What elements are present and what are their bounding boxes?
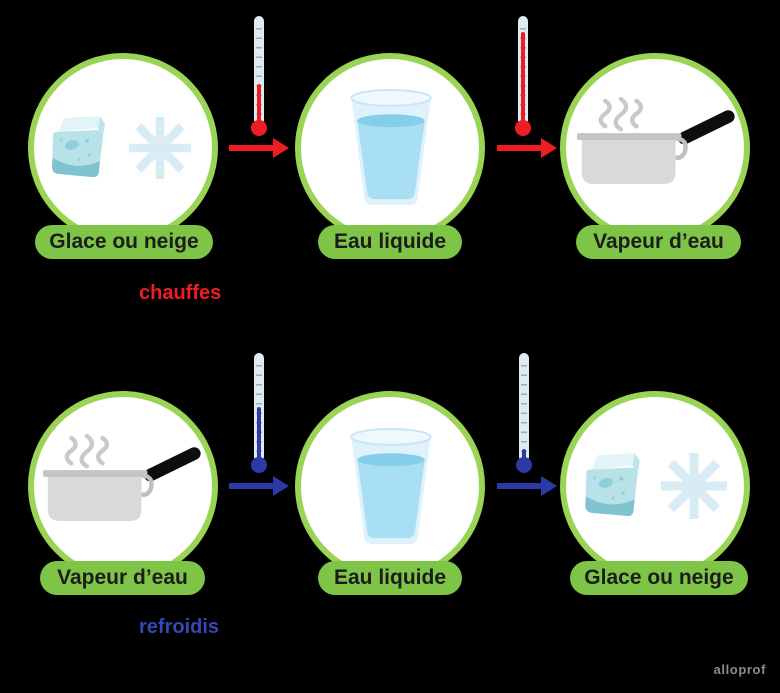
thermometer-bulb <box>251 120 267 136</box>
thermometer-fill <box>522 449 526 459</box>
thermometer-fill <box>521 31 525 122</box>
thermometer-tube <box>254 353 264 459</box>
cooling-arrow-1-icon <box>229 476 289 496</box>
stage-label-vapeur-bottom: Vapeur d’eau <box>40 561 205 595</box>
glass-of-water-icon <box>350 427 432 545</box>
thermometer-cooling-2-icon <box>515 353 533 473</box>
ice-cube-icon <box>52 116 105 178</box>
heating-arrow-2-icon <box>497 138 557 158</box>
steaming-pot-icon <box>576 96 735 184</box>
stage-label-glace-top: Glace ou neige <box>35 225 213 259</box>
thermometer-bulb <box>516 457 532 473</box>
thermometer-cooling-1-icon <box>250 353 268 473</box>
heating-caption: chauffes <box>139 282 222 304</box>
thermometer-fill <box>257 83 261 122</box>
thermometer-bulb <box>251 457 267 473</box>
thermometer-ticks <box>256 357 262 457</box>
cooling-caption: refroidis <box>139 616 220 638</box>
steaming-pot-icon <box>42 433 201 521</box>
thermometer-fill <box>257 407 261 459</box>
thermometer-heating-1-icon <box>250 16 268 136</box>
thermometer-ticks <box>521 357 527 457</box>
thermometer-bulb <box>515 120 531 136</box>
alloprof-watermark: alloprof <box>713 662 766 677</box>
thermometer-heating-2-icon <box>514 16 532 136</box>
thermometer-tube <box>254 16 264 122</box>
thermometer-tube <box>518 16 528 122</box>
thermometer-tube <box>519 353 529 459</box>
cooling-arrow-2-icon <box>497 476 557 496</box>
stage-label-eau-bottom: Eau liquide <box>318 561 462 595</box>
snowflake-icon <box>661 453 727 519</box>
stage-label-vapeur-top: Vapeur d’eau <box>576 225 741 259</box>
ice-cube-icon <box>585 453 640 517</box>
snowflake-icon <box>128 116 192 180</box>
stage-label-eau-top: Eau liquide <box>318 225 462 259</box>
heating-arrow-1-icon <box>229 138 289 158</box>
glass-of-water-icon <box>350 88 432 206</box>
stage-label-glace-bottom: Glace ou neige <box>570 561 748 595</box>
thermometer-ticks <box>256 20 262 120</box>
